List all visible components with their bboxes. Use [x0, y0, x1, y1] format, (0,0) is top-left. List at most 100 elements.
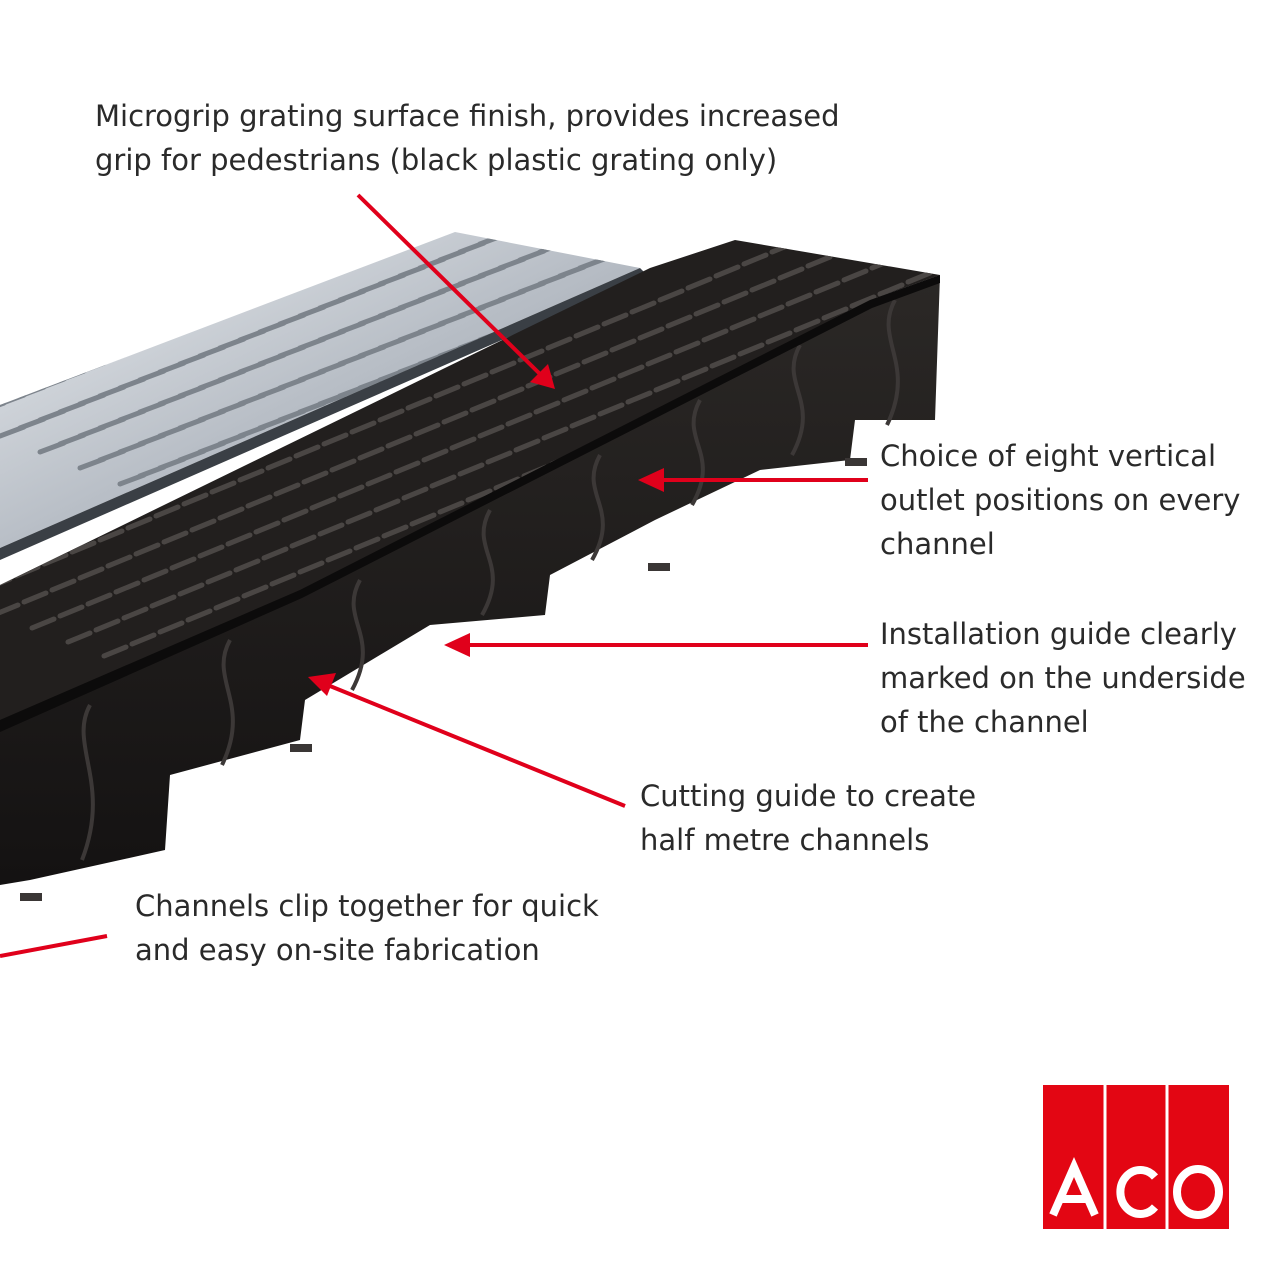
grating-slot — [357, 248, 387, 263]
grating-slot — [1064, 265, 1086, 274]
grating-slot — [113, 580, 141, 595]
grating-slot — [377, 408, 405, 423]
grating-slot — [433, 384, 461, 399]
grating-slot — [213, 596, 241, 611]
grating-slot — [680, 187, 704, 196]
cutting-callout-line1: Cutting guide to create — [640, 779, 977, 813]
grating-slot — [956, 223, 978, 232]
grating-slot — [121, 606, 149, 621]
grating-slot — [925, 240, 940, 247]
grating-slot — [297, 272, 327, 287]
grating-slot — [1092, 253, 1114, 262]
grating-slot — [497, 232, 527, 239]
grating-slot — [793, 318, 821, 333]
grating-slot — [805, 254, 833, 269]
grating-slot — [645, 352, 673, 367]
grating-slot — [884, 195, 906, 204]
grating-slot — [513, 438, 541, 453]
wall-rib — [885, 299, 900, 426]
grating-slot — [912, 183, 934, 192]
grating-slot — [820, 227, 844, 236]
grating-slot — [181, 492, 209, 507]
grating-slot — [589, 376, 617, 391]
grating-slot — [629, 300, 657, 315]
grating-slot — [1028, 251, 1050, 260]
grating-slot — [149, 594, 177, 609]
grating-slot — [21, 590, 49, 605]
grating-slot — [980, 301, 1002, 310]
grating-slot — [357, 446, 385, 461]
grating-slot — [465, 488, 493, 503]
grating-slot — [940, 275, 964, 284]
grating-slot — [489, 360, 517, 375]
grating-slot — [241, 584, 269, 599]
grating-slot — [129, 632, 157, 647]
grating-slot — [984, 211, 1006, 220]
grating-slot — [261, 546, 289, 561]
grating-slot — [337, 256, 367, 271]
clip-callout: Channels clip together for quick and eas… — [135, 884, 599, 972]
grating-slot — [709, 354, 737, 369]
grating-slot — [952, 313, 974, 322]
grating-slot — [777, 266, 805, 281]
grating-slot — [657, 288, 685, 303]
grating-slot — [520, 187, 544, 196]
grating-slot — [277, 280, 307, 295]
grating-slot — [141, 568, 169, 583]
outlet-callout-line2: outlet positions on every — [880, 483, 1241, 517]
grating-slot — [861, 240, 889, 245]
grating-slot — [992, 237, 1014, 246]
grating-slot — [133, 542, 161, 557]
grating-slot — [217, 506, 245, 521]
grating-slot — [189, 518, 217, 533]
grating-slot — [237, 468, 265, 483]
grating-slot — [797, 240, 825, 243]
grating-slot — [437, 500, 465, 515]
grating-slot — [833, 242, 861, 257]
grating-slot — [1000, 263, 1022, 272]
grating-slot — [289, 534, 317, 549]
grating-slot — [0, 602, 21, 617]
grating-slot — [497, 386, 525, 401]
grating-slot — [640, 203, 664, 212]
grating-slot — [557, 232, 587, 247]
grating-slot — [69, 540, 97, 555]
grating-slot — [1020, 225, 1042, 234]
grating-slot — [469, 398, 497, 413]
grating-slot — [269, 572, 297, 587]
grating-slot — [1084, 227, 1106, 236]
black-channel-body — [0, 183, 1114, 885]
grating-slot — [713, 264, 741, 279]
grating-slot — [972, 275, 994, 284]
grating-slot — [460, 211, 484, 220]
grating-slot — [877, 282, 905, 297]
grating-slot — [349, 420, 377, 435]
grating-slot — [841, 268, 869, 283]
grating-slot — [553, 362, 581, 377]
grating-slot — [581, 350, 609, 365]
grating-slot — [85, 592, 113, 607]
install-callout: Installation guide clearly marked on the… — [880, 612, 1246, 744]
grating-slot — [49, 578, 77, 593]
grating-slot — [377, 240, 407, 255]
grating-slot — [273, 482, 301, 497]
grating-slot — [537, 240, 567, 255]
grating-slot — [701, 328, 729, 343]
grating-slot — [485, 450, 513, 465]
clip-arrow — [0, 934, 108, 958]
grating-slot — [381, 524, 409, 539]
grating-slot — [637, 326, 665, 341]
grating-slot — [225, 532, 253, 547]
grating-slot — [205, 570, 233, 585]
grating-slot — [601, 312, 629, 327]
grating-slot — [233, 558, 261, 573]
grating-slot — [161, 530, 189, 545]
grating-slot — [325, 548, 353, 563]
grating-slot — [892, 221, 914, 230]
grating-slot — [900, 259, 924, 268]
grip-callout-line1: Microgrip grating surface finish, provid… — [95, 99, 840, 133]
wall-rib — [220, 639, 235, 766]
grating-slot — [385, 434, 413, 449]
grating-slot — [741, 252, 769, 267]
grating-slot — [964, 249, 986, 258]
